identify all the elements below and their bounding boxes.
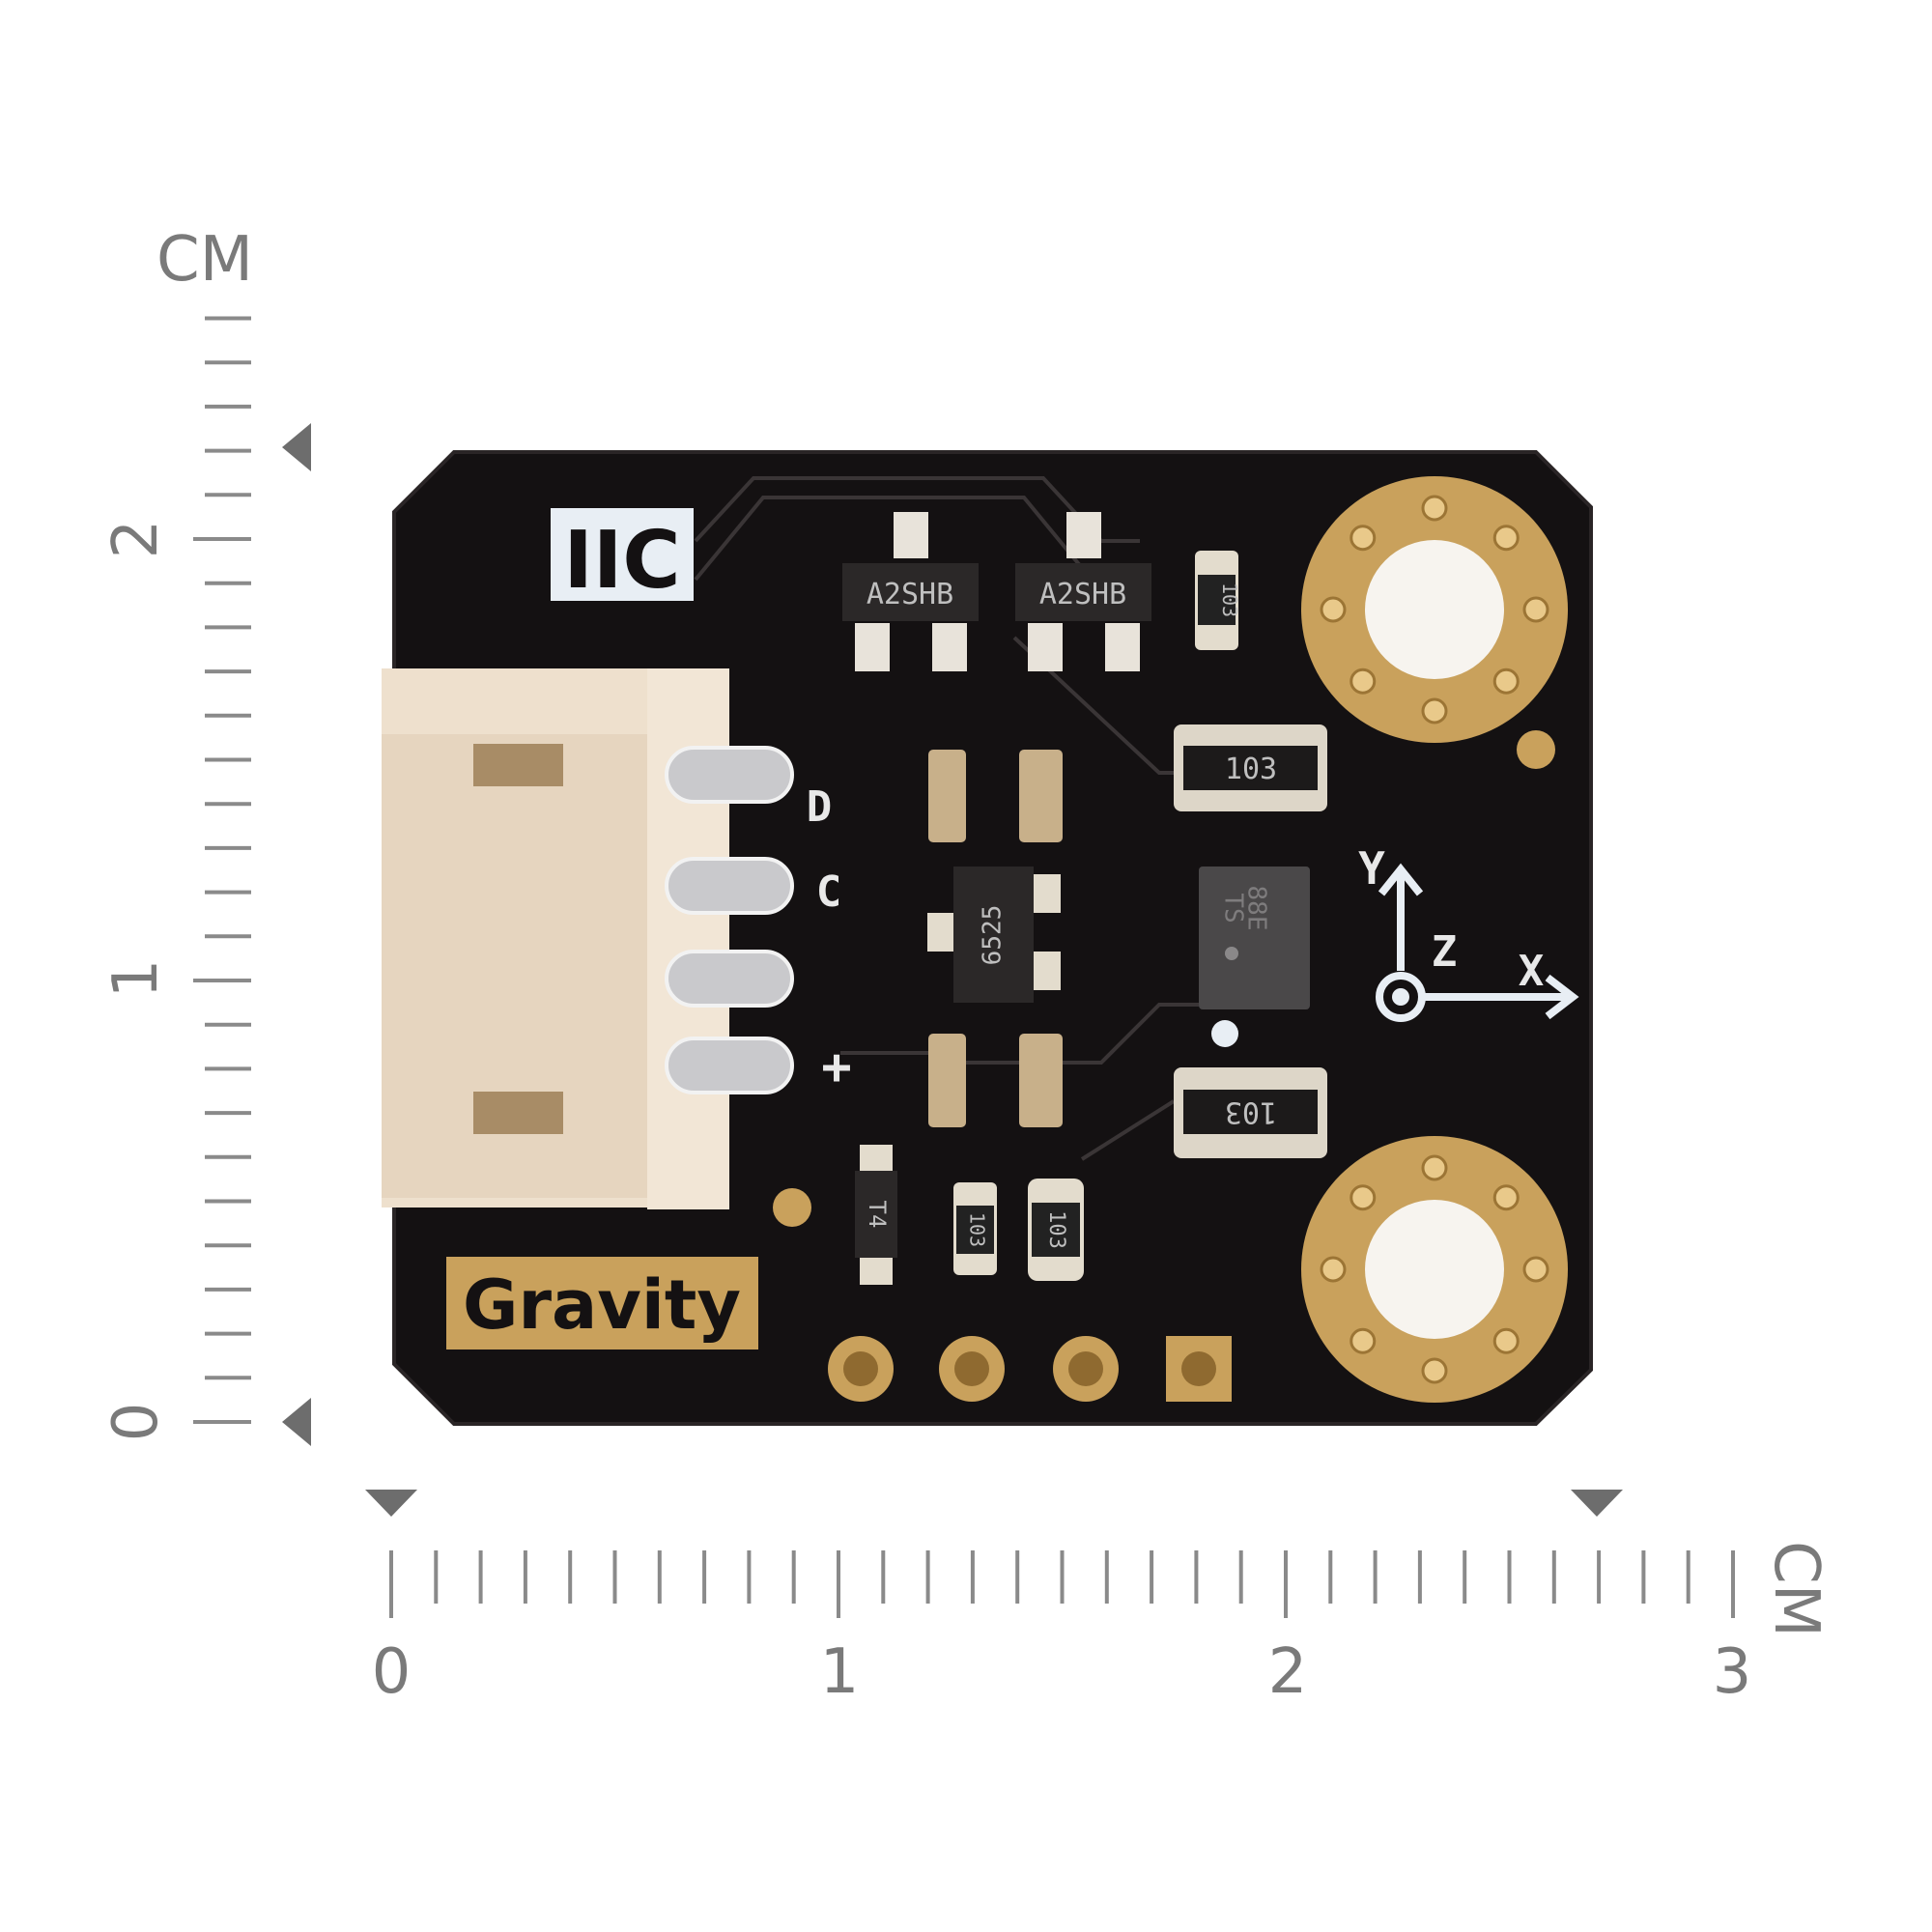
resistor-bottom-2: 103	[1028, 1179, 1084, 1281]
marker-triangle-left	[365, 1490, 417, 1517]
voltage-regulator: 6525	[927, 867, 1061, 1003]
resistor-top: 103	[1195, 551, 1241, 650]
pin1-marker-dot	[1211, 1020, 1238, 1047]
axis-label-x: X	[1519, 947, 1545, 996]
svg-text:A2SHB: A2SHB	[1039, 578, 1126, 611]
axis-label-z: Z	[1432, 927, 1458, 977]
vertical-label-0: 0	[100, 1403, 172, 1442]
mounting-hole	[1301, 476, 1568, 743]
pin-label-plus: +	[821, 1038, 851, 1096]
svg-text:103: 103	[966, 1212, 989, 1247]
test-pad	[773, 1188, 811, 1227]
connector-pin	[665, 746, 794, 804]
vertical-ruler-unit: CM	[156, 224, 253, 296]
horizontal-label-3: 3	[1713, 1636, 1752, 1708]
svg-text:88E: 88E	[1242, 886, 1271, 931]
sensor-chip: 88E TS	[1199, 867, 1310, 1009]
iic-label: IIC	[563, 515, 680, 607]
vertical-label-1: 1	[100, 959, 172, 999]
connector-pin	[665, 857, 794, 915]
connector-pins	[665, 746, 794, 1094]
pcb-traces	[694, 476, 1199, 1161]
pin-label-d: D	[807, 782, 833, 832]
svg-text:A2SHB: A2SHB	[867, 578, 953, 611]
diode-t4: T4	[855, 1145, 897, 1285]
svg-text:103: 103	[1225, 753, 1277, 786]
header-pads	[828, 1336, 1232, 1402]
vertical-label-2: 2	[100, 520, 172, 559]
axis-indicator	[1376, 863, 1579, 1022]
z-axis-dot	[1392, 988, 1409, 1006]
vertical-ruler	[193, 316, 251, 1424]
resistor-array-1: 103	[1174, 724, 1327, 811]
horizontal-label-1: 1	[820, 1636, 860, 1708]
horizontal-label-2: 2	[1268, 1636, 1308, 1708]
gravity-logo-box	[446, 1257, 758, 1350]
marker-triangle-bottom	[282, 1398, 311, 1446]
iic-label-box	[551, 508, 694, 601]
gravity-logo: Gravity	[463, 1265, 741, 1345]
mounting-hole	[1301, 1136, 1568, 1403]
connector-pin	[665, 950, 794, 1008]
marker-triangle-top	[282, 423, 311, 471]
resistor-bottom-1: 103	[953, 1182, 997, 1275]
svg-text:6525: 6525	[979, 905, 1008, 966]
test-pad	[1517, 730, 1555, 769]
axis-label-y: Y	[1358, 842, 1385, 895]
horizontal-ruler	[389, 1550, 1735, 1618]
svg-text:TS: TS	[1219, 893, 1248, 923]
horizontal-ruler-unit: CM	[1760, 1541, 1832, 1637]
pin-label-c: C	[816, 867, 842, 917]
marker-triangle-right	[1571, 1490, 1623, 1517]
svg-text:103: 103	[1044, 1210, 1068, 1249]
horizontal-label-0: 0	[372, 1636, 412, 1708]
capacitors	[928, 750, 1063, 1127]
transistor-2: A2SHB	[1015, 512, 1151, 671]
svg-text:103: 103	[1225, 1095, 1277, 1129]
connector-pin	[665, 1037, 794, 1094]
svg-text:103: 103	[1218, 582, 1241, 617]
resistor-array-2: 103	[1174, 1067, 1327, 1158]
transistor-1: A2SHB	[842, 512, 979, 671]
gravity-connector	[382, 668, 729, 1209]
mounting-holes	[1301, 476, 1568, 1403]
svg-text:T4: T4	[864, 1201, 891, 1229]
